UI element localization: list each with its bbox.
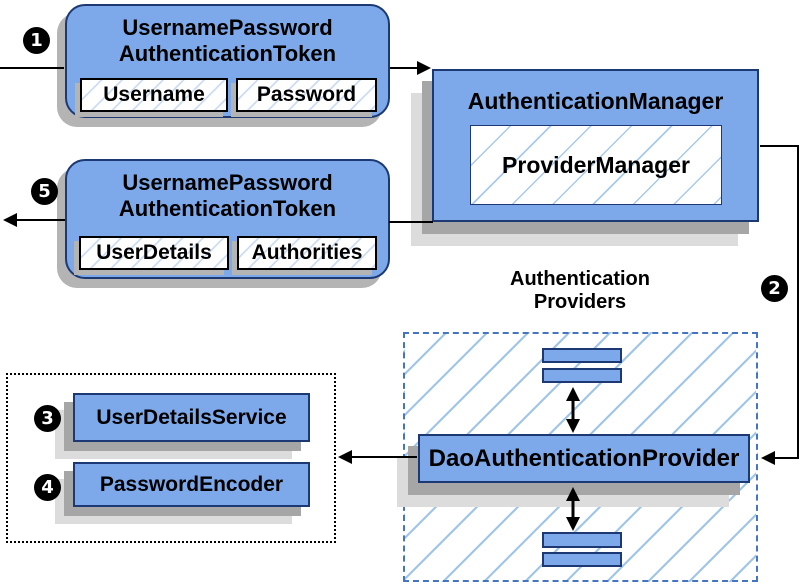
step-badge-4: 4 — [34, 474, 61, 501]
user-details-service-node: UserDetailsService — [73, 393, 310, 442]
request-token-title-line2: AuthenticationToken — [118, 41, 337, 66]
dao-authentication-provider-node: DaoAuthenticationProvider — [418, 434, 750, 483]
authentication-manager-title: AuthenticationManager — [467, 88, 724, 114]
authorities-field: Authorities — [237, 236, 377, 270]
request-token-title-line1: UsernamePassword — [122, 15, 333, 40]
provider-stack-bar-bottom-2 — [542, 552, 622, 567]
response-token-title-line2: AuthenticationToken — [118, 196, 337, 221]
arrow-request-to-manager — [390, 61, 431, 75]
authentication-providers-label-line1: Authentication — [510, 268, 650, 290]
provider-stack-bar-bottom-1 — [542, 532, 622, 548]
connector-manager-to-dao — [760, 145, 799, 465]
response-token-node: UsernamePassword AuthenticationToken Use… — [65, 159, 390, 279]
userdetails-field: UserDetails — [79, 236, 229, 270]
authentication-providers-label-line2: Providers — [533, 291, 627, 313]
provider-stack-bar-top-1 — [542, 348, 622, 363]
authentication-manager-node: AuthenticationManager ProviderManager — [432, 69, 759, 222]
step-badge-1: 1 — [23, 27, 50, 54]
password-encoder-node: PasswordEncoder — [73, 462, 310, 507]
password-field: Password — [236, 78, 377, 112]
username-field: Username — [80, 78, 228, 112]
request-token-node: UsernamePassword AuthenticationToken Use… — [65, 4, 390, 118]
provider-stack-bar-top-2 — [542, 368, 622, 383]
response-token-title-line1: UsernamePassword — [122, 170, 333, 195]
arrow-response-outgoing — [3, 213, 65, 227]
step-badge-3: 3 — [34, 405, 61, 432]
request-token-title: UsernamePassword AuthenticationToken — [67, 6, 388, 67]
step-badge-5: 5 — [31, 178, 58, 205]
authentication-providers-label: Authentication Providers — [455, 268, 705, 314]
provider-manager-box: ProviderManager — [470, 125, 722, 205]
response-token-title: UsernamePassword AuthenticationToken — [67, 161, 388, 222]
step-badge-2: 2 — [761, 275, 788, 302]
services-group-box — [6, 373, 336, 543]
